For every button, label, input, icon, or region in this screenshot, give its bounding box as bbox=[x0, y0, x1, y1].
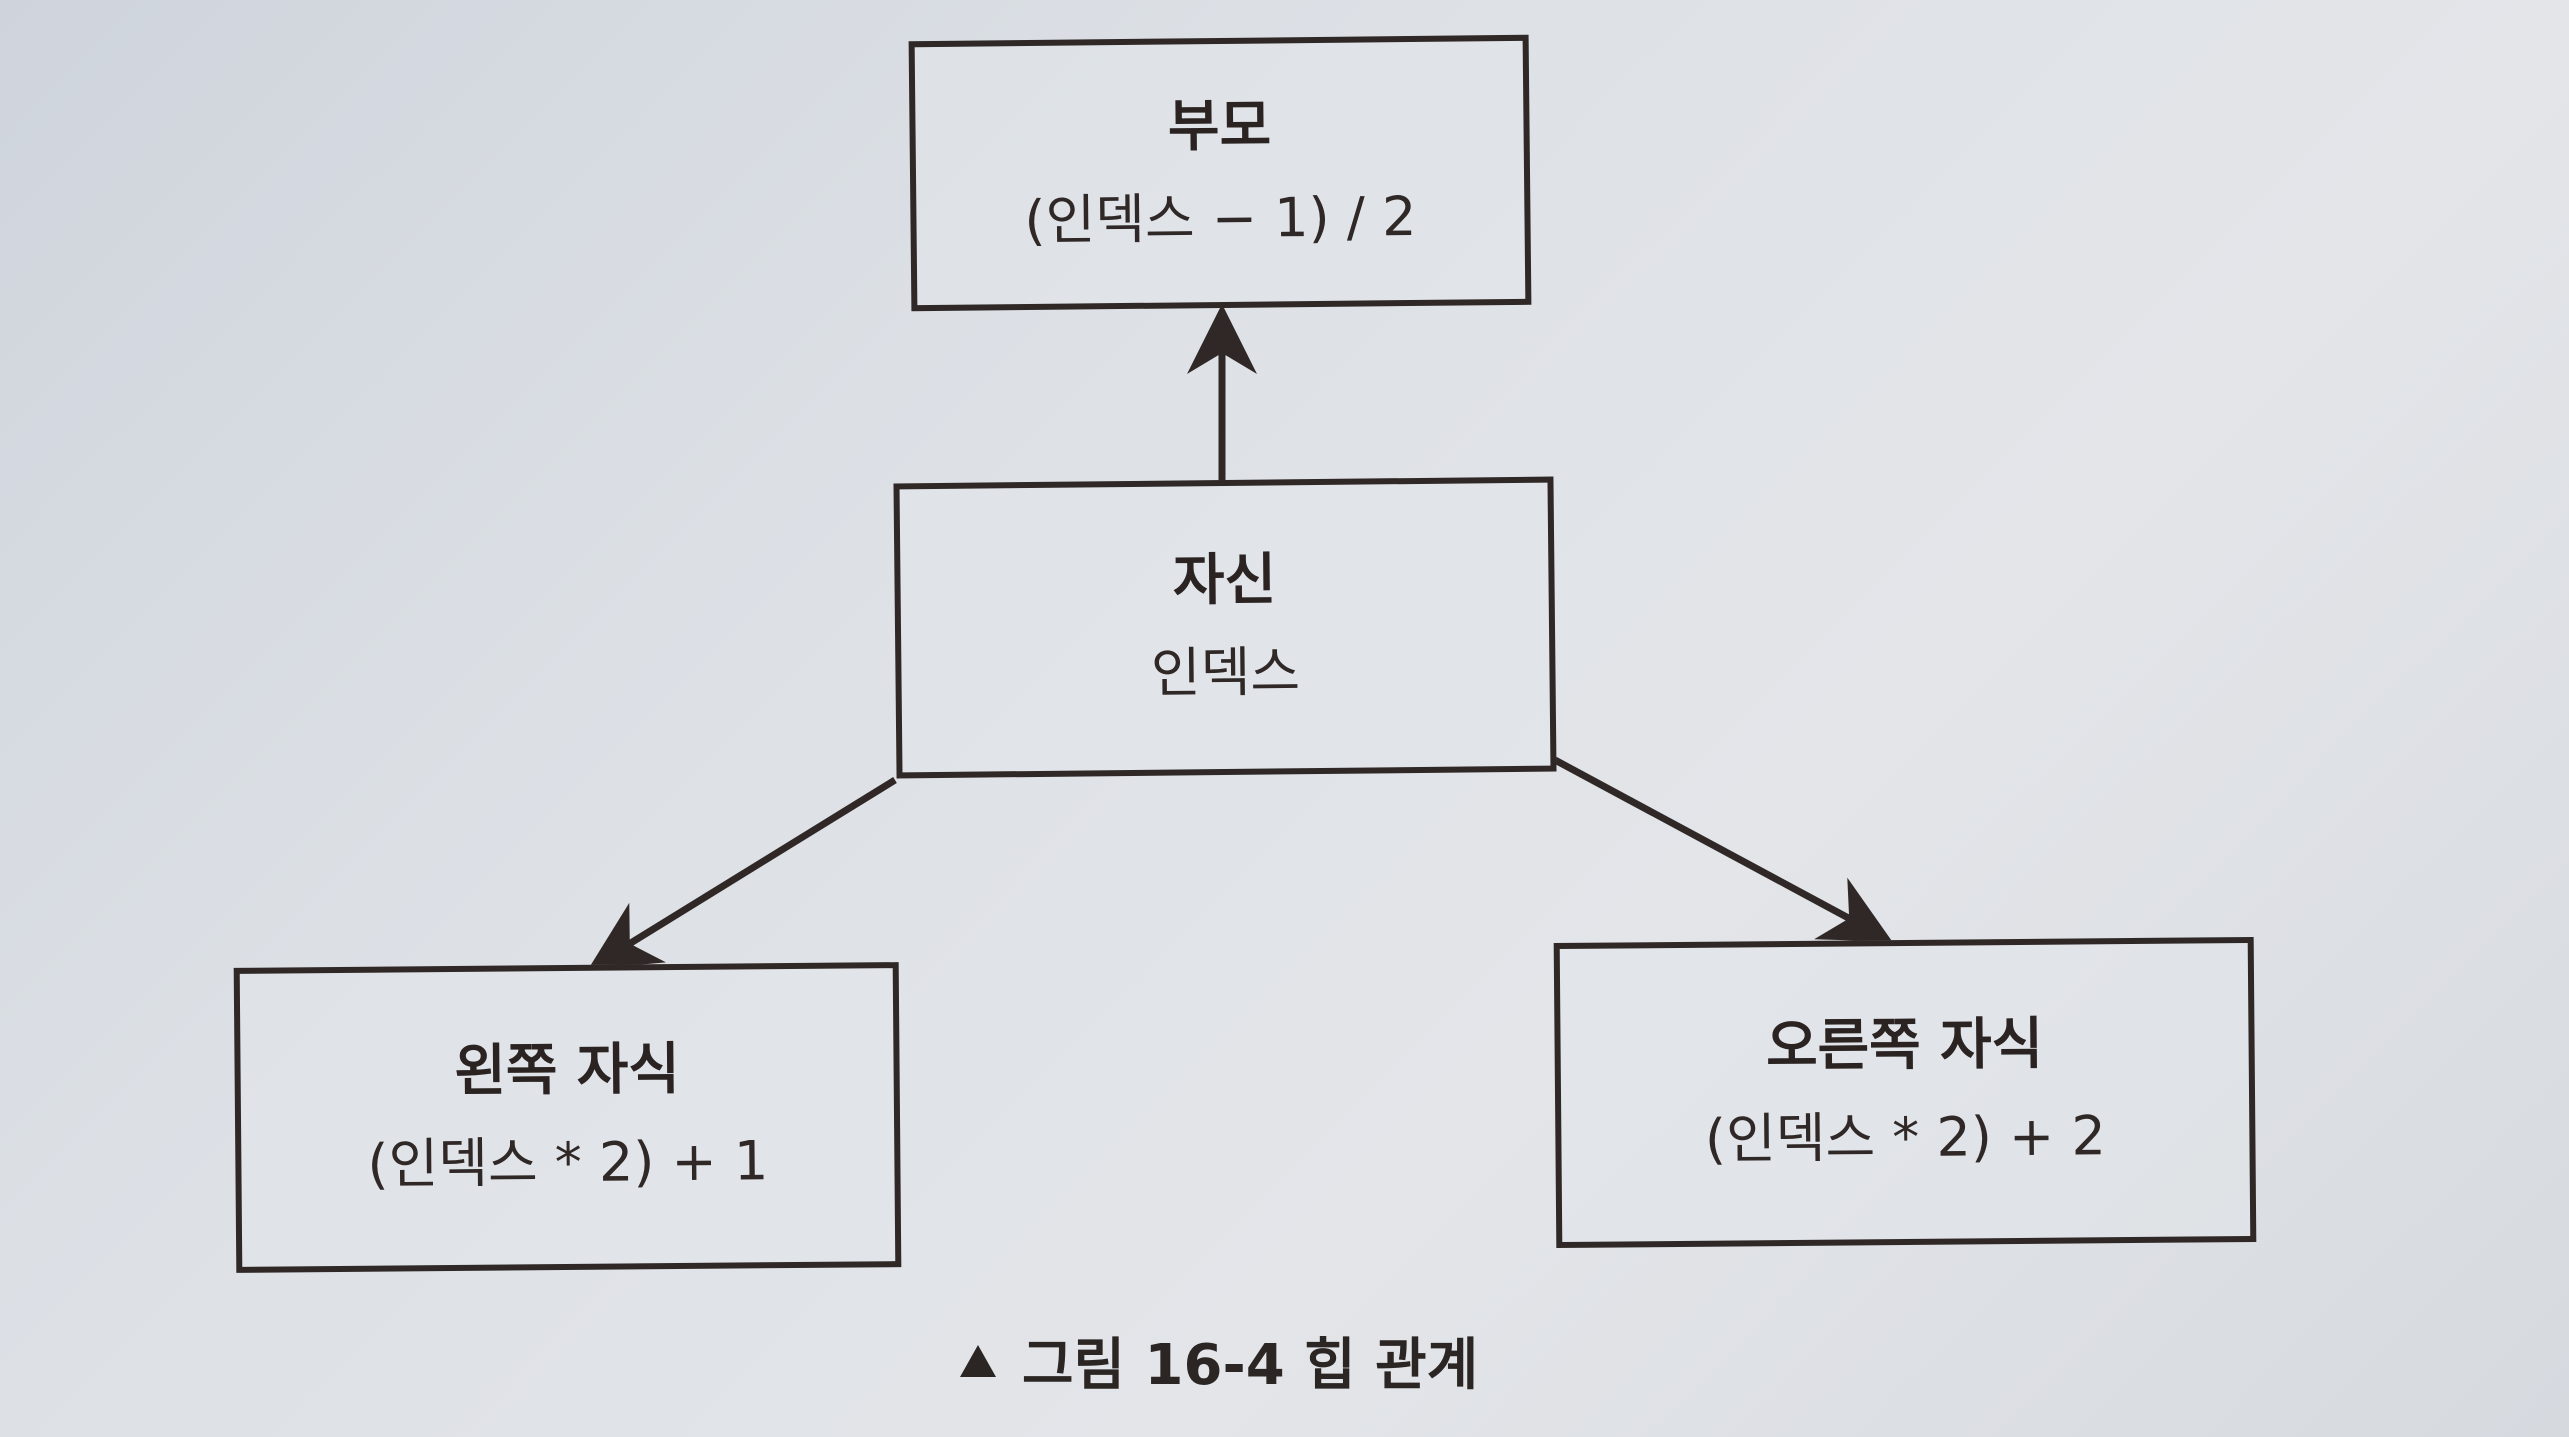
figure-caption: 그림 16-4 힙 관계 bbox=[960, 1320, 1478, 1401]
parent-node: 부모 (인덱스 − 1) / 2 bbox=[908, 34, 1532, 312]
edge-self-to-right-child bbox=[1553, 756, 1893, 942]
left-child-node-title: 왼쪽 자식 bbox=[454, 1037, 681, 1105]
right-child-node-formula: (인덱스 * 2) + 2 bbox=[1704, 1104, 2107, 1172]
right-child-node-title: 오른쪽 자식 bbox=[1765, 1012, 2044, 1080]
parent-node-title: 부모 bbox=[1167, 93, 1272, 160]
self-node-title: 자신 bbox=[1172, 547, 1277, 614]
right-child-node: 오른쪽 자식 (인덱스 * 2) + 2 bbox=[1553, 936, 2257, 1249]
self-node: 자신 인덱스 bbox=[893, 476, 1557, 779]
left-child-node: 왼쪽 자식 (인덱스 * 2) + 1 bbox=[233, 962, 902, 1273]
left-child-node-formula: (인덱스 * 2) + 1 bbox=[367, 1129, 769, 1197]
edge-self-to-left-child bbox=[588, 777, 897, 970]
parent-node-formula: (인덱스 − 1) / 2 bbox=[1024, 184, 1417, 252]
figure-caption-text: 그림 16-4 힙 관계 bbox=[1022, 1333, 1479, 1398]
self-node-formula: 인덱스 bbox=[1150, 640, 1301, 706]
triangle-bullet-icon bbox=[960, 1344, 996, 1377]
